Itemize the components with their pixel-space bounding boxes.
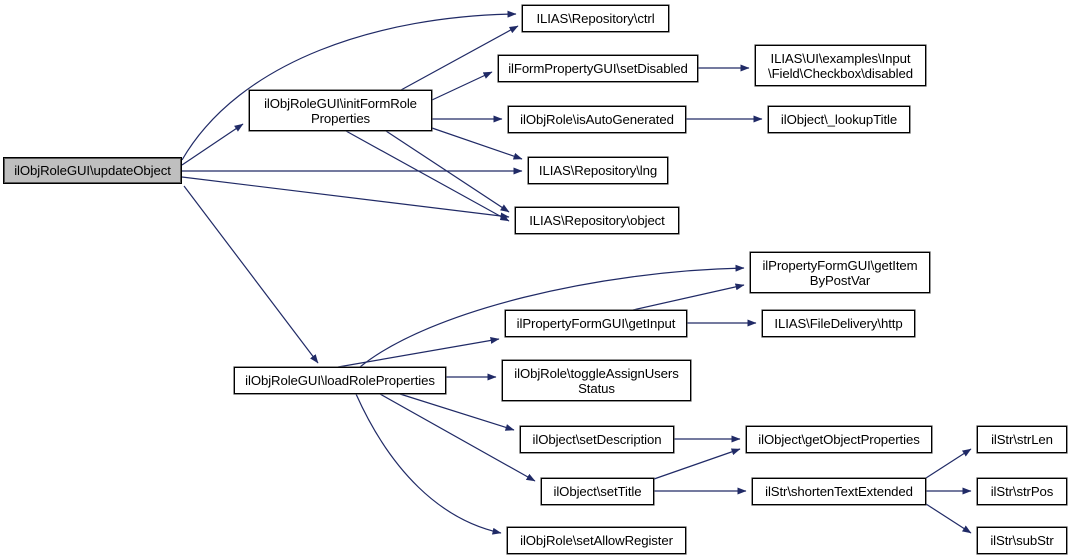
graph-node-label: ilObject\setTitle <box>553 484 642 499</box>
graph-node-loadRoleProperties[interactable]: ilObjRoleGUI\loadRoleProperties <box>234 367 446 394</box>
graph-node-toggleAssignUsersStatus[interactable]: ilObjRole\toggleAssignUsers Status <box>502 360 691 401</box>
call-edge <box>183 185 319 364</box>
graph-node-setTitle[interactable]: ilObject\setTitle <box>541 478 654 505</box>
graph-node-label: ilObject\_lookupTitle <box>780 112 898 127</box>
graph-node-subStr[interactable]: ilStr\subStr <box>977 527 1067 554</box>
graph-node-repositoryCtrl[interactable]: ILIAS\Repository\ctrl <box>522 5 669 32</box>
graph-node-label: ilPropertyFormGUI\getItem ByPostVar <box>762 257 918 288</box>
graph-node-label: ilObjRoleGUI\initFormRole Properties <box>264 95 417 126</box>
call-edge <box>355 393 502 535</box>
graph-node-label: ILIAS\Repository\lng <box>538 163 658 178</box>
graph-node-repositoryLng[interactable]: ILIAS\Repository\lng <box>528 157 668 184</box>
call-edge <box>632 283 745 311</box>
graph-node-label: ilObject\getObjectProperties <box>758 432 920 447</box>
call-edge <box>399 393 515 431</box>
call-edge <box>925 448 972 479</box>
graph-node-label: ilStr\subStr <box>990 533 1054 548</box>
graph-node-strPos[interactable]: ilStr\strPos <box>977 478 1067 505</box>
graph-node-label: ILIAS\Repository\object <box>529 213 665 228</box>
graph-node-updateObject[interactable]: ilObjRoleGUI\updateObject <box>3 157 182 184</box>
graph-node-label: ilStr\strLen <box>991 432 1053 447</box>
call-edge <box>181 123 244 166</box>
graph-node-label: ilPropertyFormGUI\getInput <box>516 316 676 331</box>
call-edge <box>385 130 510 213</box>
graph-node-getItemByPostVar[interactable]: ilPropertyFormGUI\getItem ByPostVar <box>750 252 930 293</box>
graph-node-label: ILIAS\Repository\ctrl <box>536 11 655 26</box>
graph-node-repositoryObject[interactable]: ILIAS\Repository\object <box>515 207 679 234</box>
graph-node-setDescription[interactable]: ilObject\setDescription <box>520 426 674 453</box>
graph-node-label: ilFormPropertyGUI\setDisabled <box>508 61 688 76</box>
graph-node-strLen[interactable]: ilStr\strLen <box>977 426 1067 453</box>
graph-node-shortenTextExtended[interactable]: ilStr\shortenTextExtended <box>752 478 926 505</box>
call-edge <box>181 176 510 220</box>
call-edge <box>925 503 972 534</box>
call-edge <box>337 337 500 368</box>
graph-node-setAllowRegister[interactable]: ilObjRole\setAllowRegister <box>507 527 686 554</box>
call-edge <box>181 10 517 161</box>
graph-node-checkboxDisabled[interactable]: ILIAS\UI\examples\Input \Field\Checkbox\… <box>755 45 926 86</box>
graph-node-label: ilStr\shortenTextExtended <box>765 484 913 499</box>
graph-node-setDisabled[interactable]: ilFormPropertyGUI\setDisabled <box>498 55 698 82</box>
graph-node-label: ilObject\setDescription <box>532 432 662 447</box>
graph-node-label: ilStr\strPos <box>990 484 1054 499</box>
graph-node-fileDeliveryHttp[interactable]: ILIAS\FileDelivery\http <box>762 310 915 337</box>
call-edge <box>431 71 493 101</box>
graph-node-label: ilObjRole\toggleAssignUsers Status <box>514 365 679 396</box>
graph-node-label: ilObjRole\isAutoGenerated <box>520 112 674 127</box>
graph-node-lookupTitle[interactable]: ilObject\_lookupTitle <box>768 106 910 133</box>
graph-node-label: ilObjRoleGUI\loadRoleProperties <box>245 373 435 388</box>
call-edge <box>379 393 536 482</box>
graph-node-getInput[interactable]: ilPropertyFormGUI\getInput <box>505 310 687 337</box>
graph-node-initFormRoleProperties[interactable]: ilObjRoleGUI\initFormRole Properties <box>249 90 432 131</box>
call-edge <box>345 130 510 222</box>
graph-node-label: ILIAS\UI\examples\Input \Field\Checkbox\… <box>768 50 913 81</box>
graph-node-label: ilObjRole\setAllowRegister <box>520 533 673 548</box>
call-edge <box>653 448 741 480</box>
graph-node-isAutoGenerated[interactable]: ilObjRole\isAutoGenerated <box>508 106 686 133</box>
graph-node-label: ILIAS\FileDelivery\http <box>774 316 903 331</box>
graph-node-label: ilObjRoleGUI\updateObject <box>14 163 171 178</box>
graph-node-getObjectProperties[interactable]: ilObject\getObjectProperties <box>746 426 932 453</box>
